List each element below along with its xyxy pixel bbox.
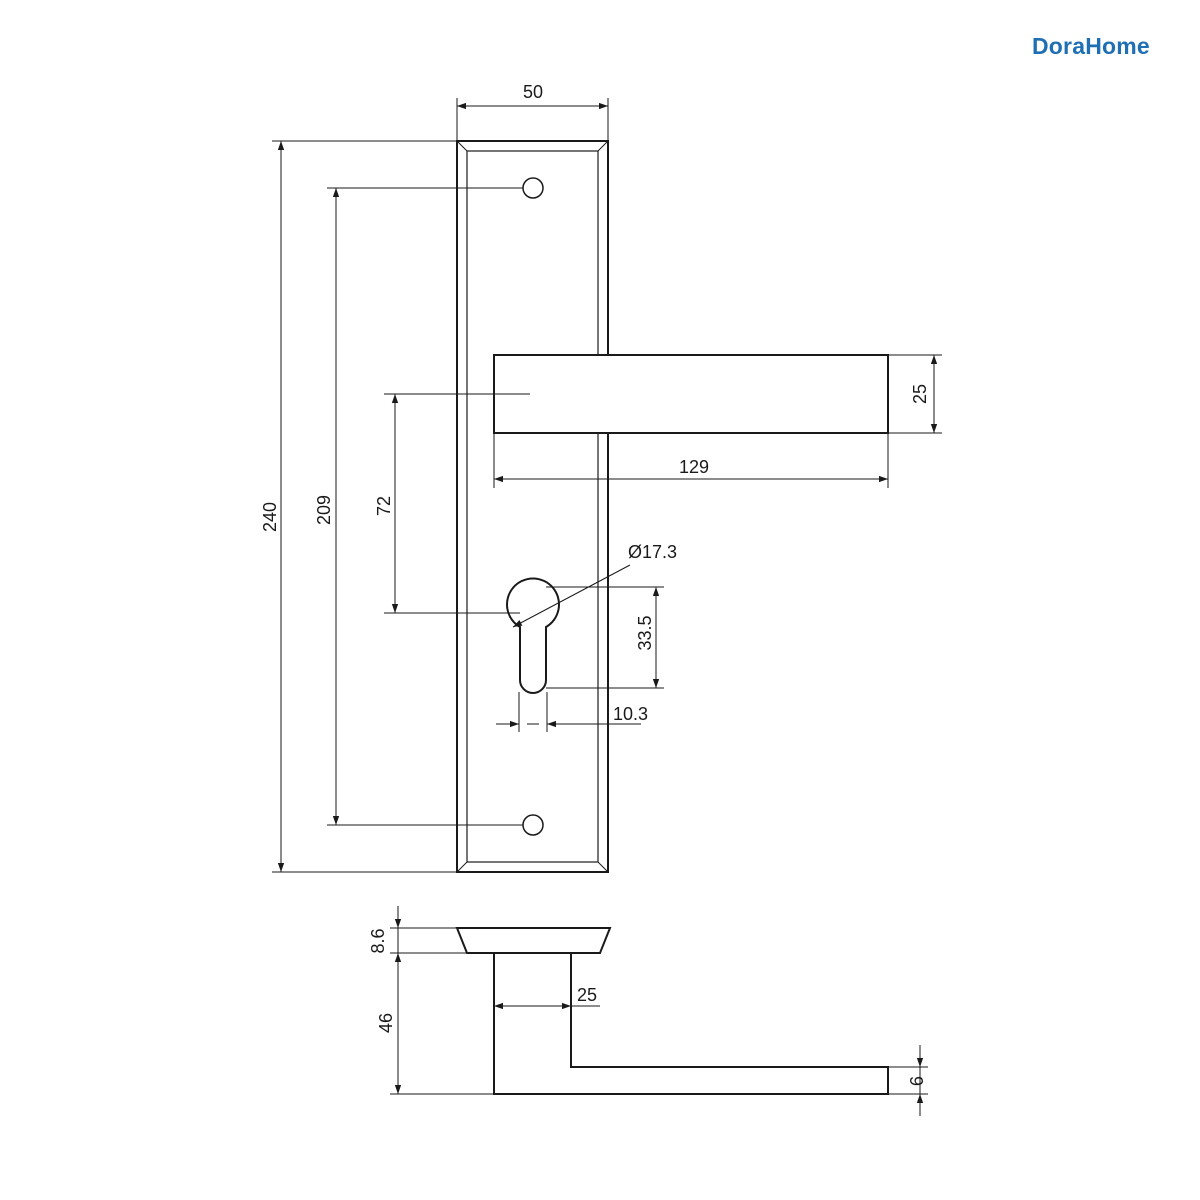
lever-side-profile xyxy=(493,953,889,1095)
dim-lever-thickness: 25 xyxy=(888,354,942,434)
dim-neck-width-label: 25 xyxy=(577,985,597,1005)
dim-plate-width: 50 xyxy=(456,82,609,141)
top-screw-hole xyxy=(522,177,544,199)
dim-lever-projection-label: 46 xyxy=(376,1013,396,1033)
dim-plate-height: 240 xyxy=(260,140,457,873)
dim-grip-thickness-label: 9 xyxy=(906,1076,926,1086)
dim-grip-thickness: 9 xyxy=(888,1045,928,1116)
dim-screw-spacing-label: 209 xyxy=(314,495,334,525)
dim-cylinder-diameter: Ø17.3 xyxy=(512,542,677,628)
dim-cylinder-diameter-label: Ø17.3 xyxy=(628,542,677,562)
dim-keyhole-width-label: 10.3 xyxy=(613,704,648,724)
dim-lever-to-key-label: 72 xyxy=(374,496,394,516)
dim-lever-length: 129 xyxy=(493,433,889,488)
euro-keyhole xyxy=(506,577,560,694)
dim-lever-to-key: 72 xyxy=(374,393,530,614)
dim-rose-thickness-label: 8.6 xyxy=(368,928,388,953)
dim-lever-length-label: 129 xyxy=(679,457,709,477)
front-view xyxy=(456,140,889,873)
dim-keyhole-height-label: 33.5 xyxy=(635,615,655,650)
dim-lever-thickness-label: 25 xyxy=(910,384,930,404)
rose-profile xyxy=(455,927,612,954)
dim-rose-thickness: 8.6 xyxy=(368,906,467,954)
dim-plate-width-label: 50 xyxy=(523,82,543,102)
lever-handle-front xyxy=(493,354,889,434)
side-view xyxy=(455,927,889,1095)
dim-lever-projection: 46 xyxy=(376,953,494,1095)
dim-screw-spacing: 209 xyxy=(314,187,523,826)
backplate-outline xyxy=(456,140,609,873)
dim-plate-height-label: 240 xyxy=(260,502,280,532)
dim-keyhole-height: 33.5 xyxy=(546,586,664,689)
dim-neck-width: 25 xyxy=(494,985,600,1010)
brand-logo: DoraHome xyxy=(1032,33,1150,59)
backplate-inner-outline xyxy=(466,150,599,863)
bottom-screw-hole xyxy=(522,814,544,836)
dim-keyhole-width: 10.3 xyxy=(496,692,648,732)
